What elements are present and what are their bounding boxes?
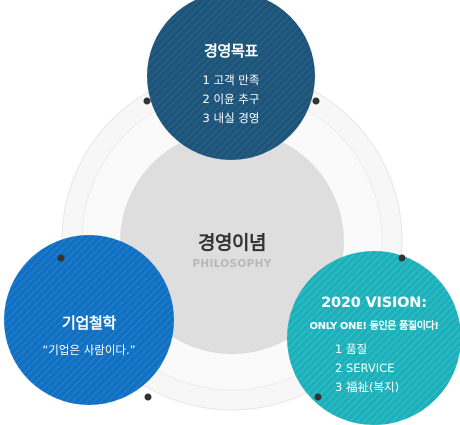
philosophy-title: 기업철학 — [61, 314, 116, 332]
connector-dot — [314, 393, 322, 401]
vision-subtitle: ONLY ONE! 동인은 품질이다! — [309, 321, 439, 332]
goals-item: 3 내실 경영 — [202, 111, 260, 125]
vision-item: 1 품질 — [335, 342, 368, 356]
philosophy-quote: “기업은 사람이다.” — [42, 343, 136, 357]
vision-item: 3 福祉(복지) — [335, 380, 400, 394]
goals-circle — [147, 0, 315, 160]
center-subtitle: PHILOSOPHY — [192, 258, 272, 270]
connector-dot — [398, 254, 406, 262]
center-circle — [120, 130, 344, 354]
connector-dot — [312, 97, 320, 105]
goals-title: 경영목표 — [203, 42, 258, 60]
connector-dot — [143, 97, 151, 105]
goals-list: 1 고객 만족 2 이윤 추구 3 내실 경영 — [181, 71, 281, 128]
vision-circle — [287, 251, 460, 425]
vision-list: 1 품질 2 SERVICE 3 福祉(복지) — [335, 340, 425, 397]
connector-dot — [144, 393, 152, 401]
center-title: 경영이념 — [198, 232, 266, 254]
goals-item: 2 이윤 추구 — [202, 92, 260, 106]
vision-title: 2020 VISION: — [321, 295, 427, 311]
connector-dot — [57, 254, 65, 262]
philosophy-circle — [4, 235, 174, 405]
vision-item: 2 SERVICE — [335, 361, 395, 375]
goals-item: 1 고객 만족 — [202, 73, 260, 87]
